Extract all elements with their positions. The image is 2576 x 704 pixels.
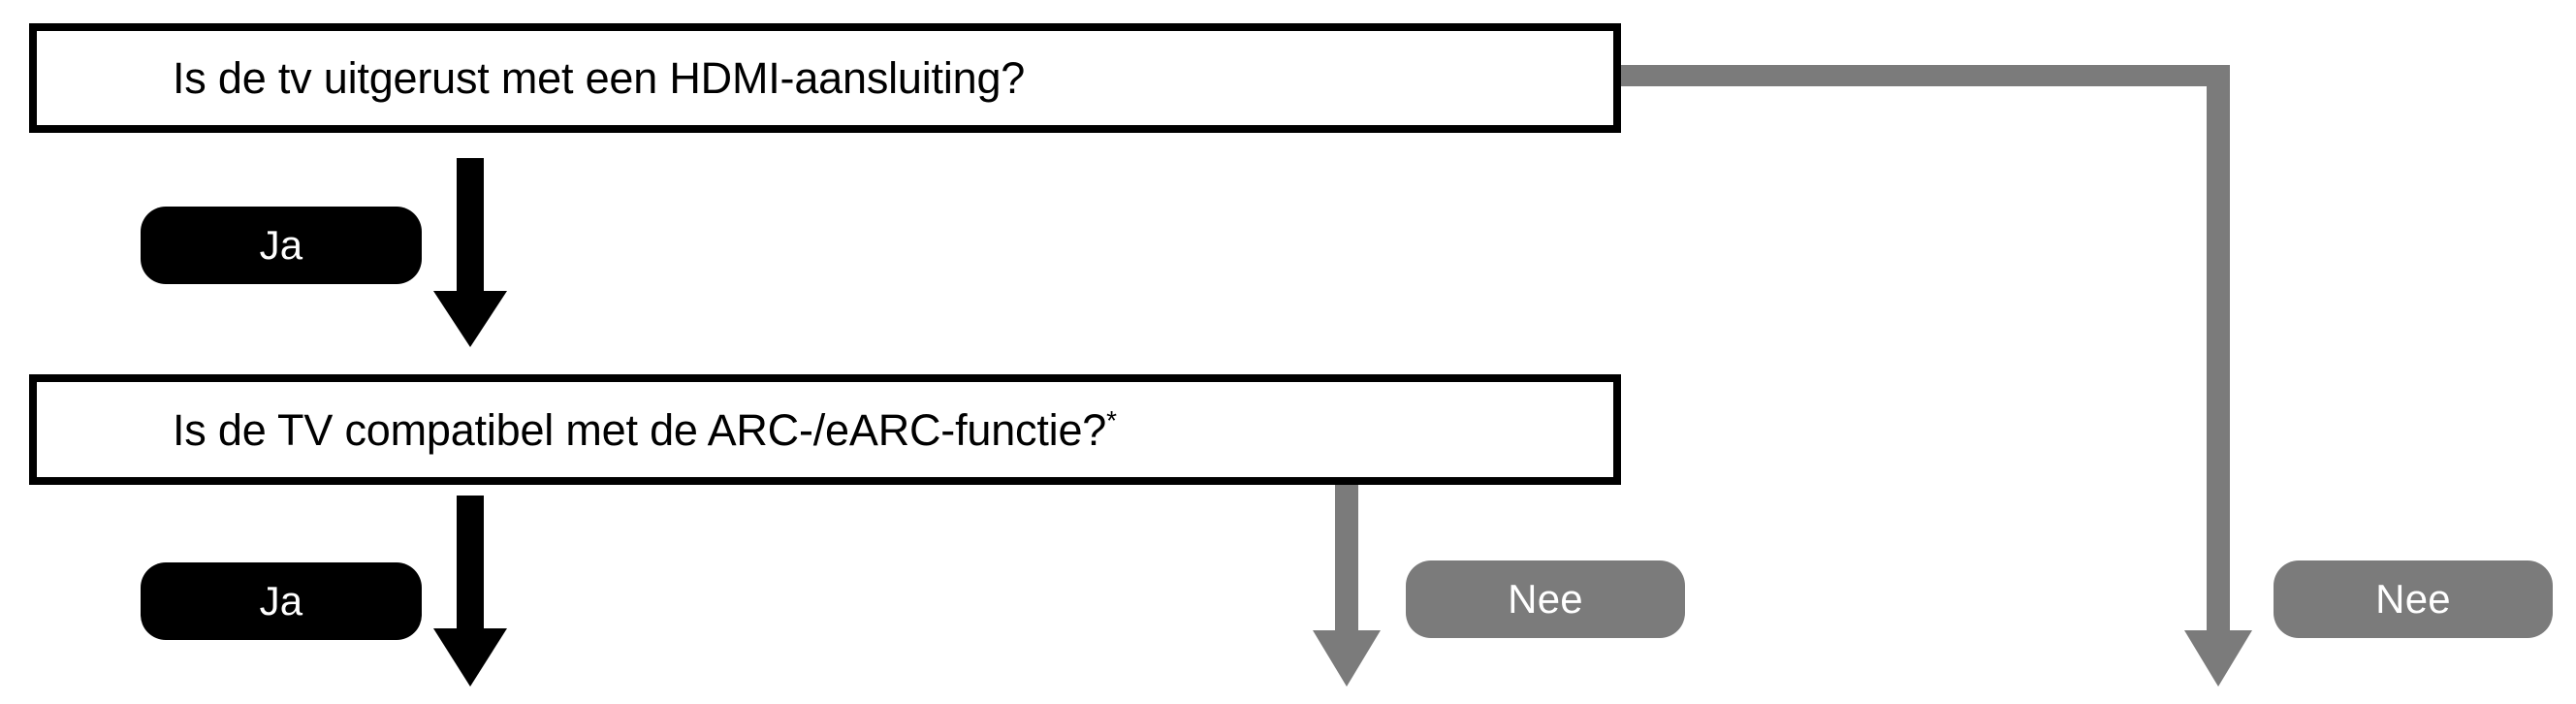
decision-box-hdmi[interactable]: Is de tv uitgerust met een HDMI-aansluit… <box>29 23 1621 133</box>
answer-pill-nee-hdmi[interactable]: Nee <box>2274 560 2553 638</box>
answer-pill-ja-arc[interactable]: Ja <box>141 562 422 640</box>
answer-pill-ja-hdmi-label: Ja <box>259 222 303 268</box>
decision-box-arc[interactable]: Is de TV compatibel met de ARC-/eARC-fun… <box>29 374 1621 485</box>
answer-pill-ja-arc-label: Ja <box>259 578 303 624</box>
arrow-hdmi-nee <box>1617 65 2252 687</box>
decision-box-arc-label: Is de TV compatibel met de ARC-/eARC-fun… <box>37 404 1117 455</box>
decision-box-arc-text: Is de TV compatibel met de ARC-/eARC-fun… <box>173 404 1107 455</box>
arrow-arc-nee <box>1313 484 1381 687</box>
answer-pill-nee-arc[interactable]: Nee <box>1406 560 1685 638</box>
answer-pill-nee-hdmi-label: Nee <box>2375 576 2451 622</box>
answer-pill-nee-arc-label: Nee <box>1508 576 1583 622</box>
footnote-asterisk: * <box>1106 404 1117 435</box>
decision-box-hdmi-label: Is de tv uitgerust met een HDMI-aansluit… <box>173 53 1026 103</box>
arrow-hdmi-ja <box>433 158 507 347</box>
arrow-arc-ja <box>433 496 507 687</box>
answer-pill-ja-hdmi[interactable]: Ja <box>141 207 422 284</box>
